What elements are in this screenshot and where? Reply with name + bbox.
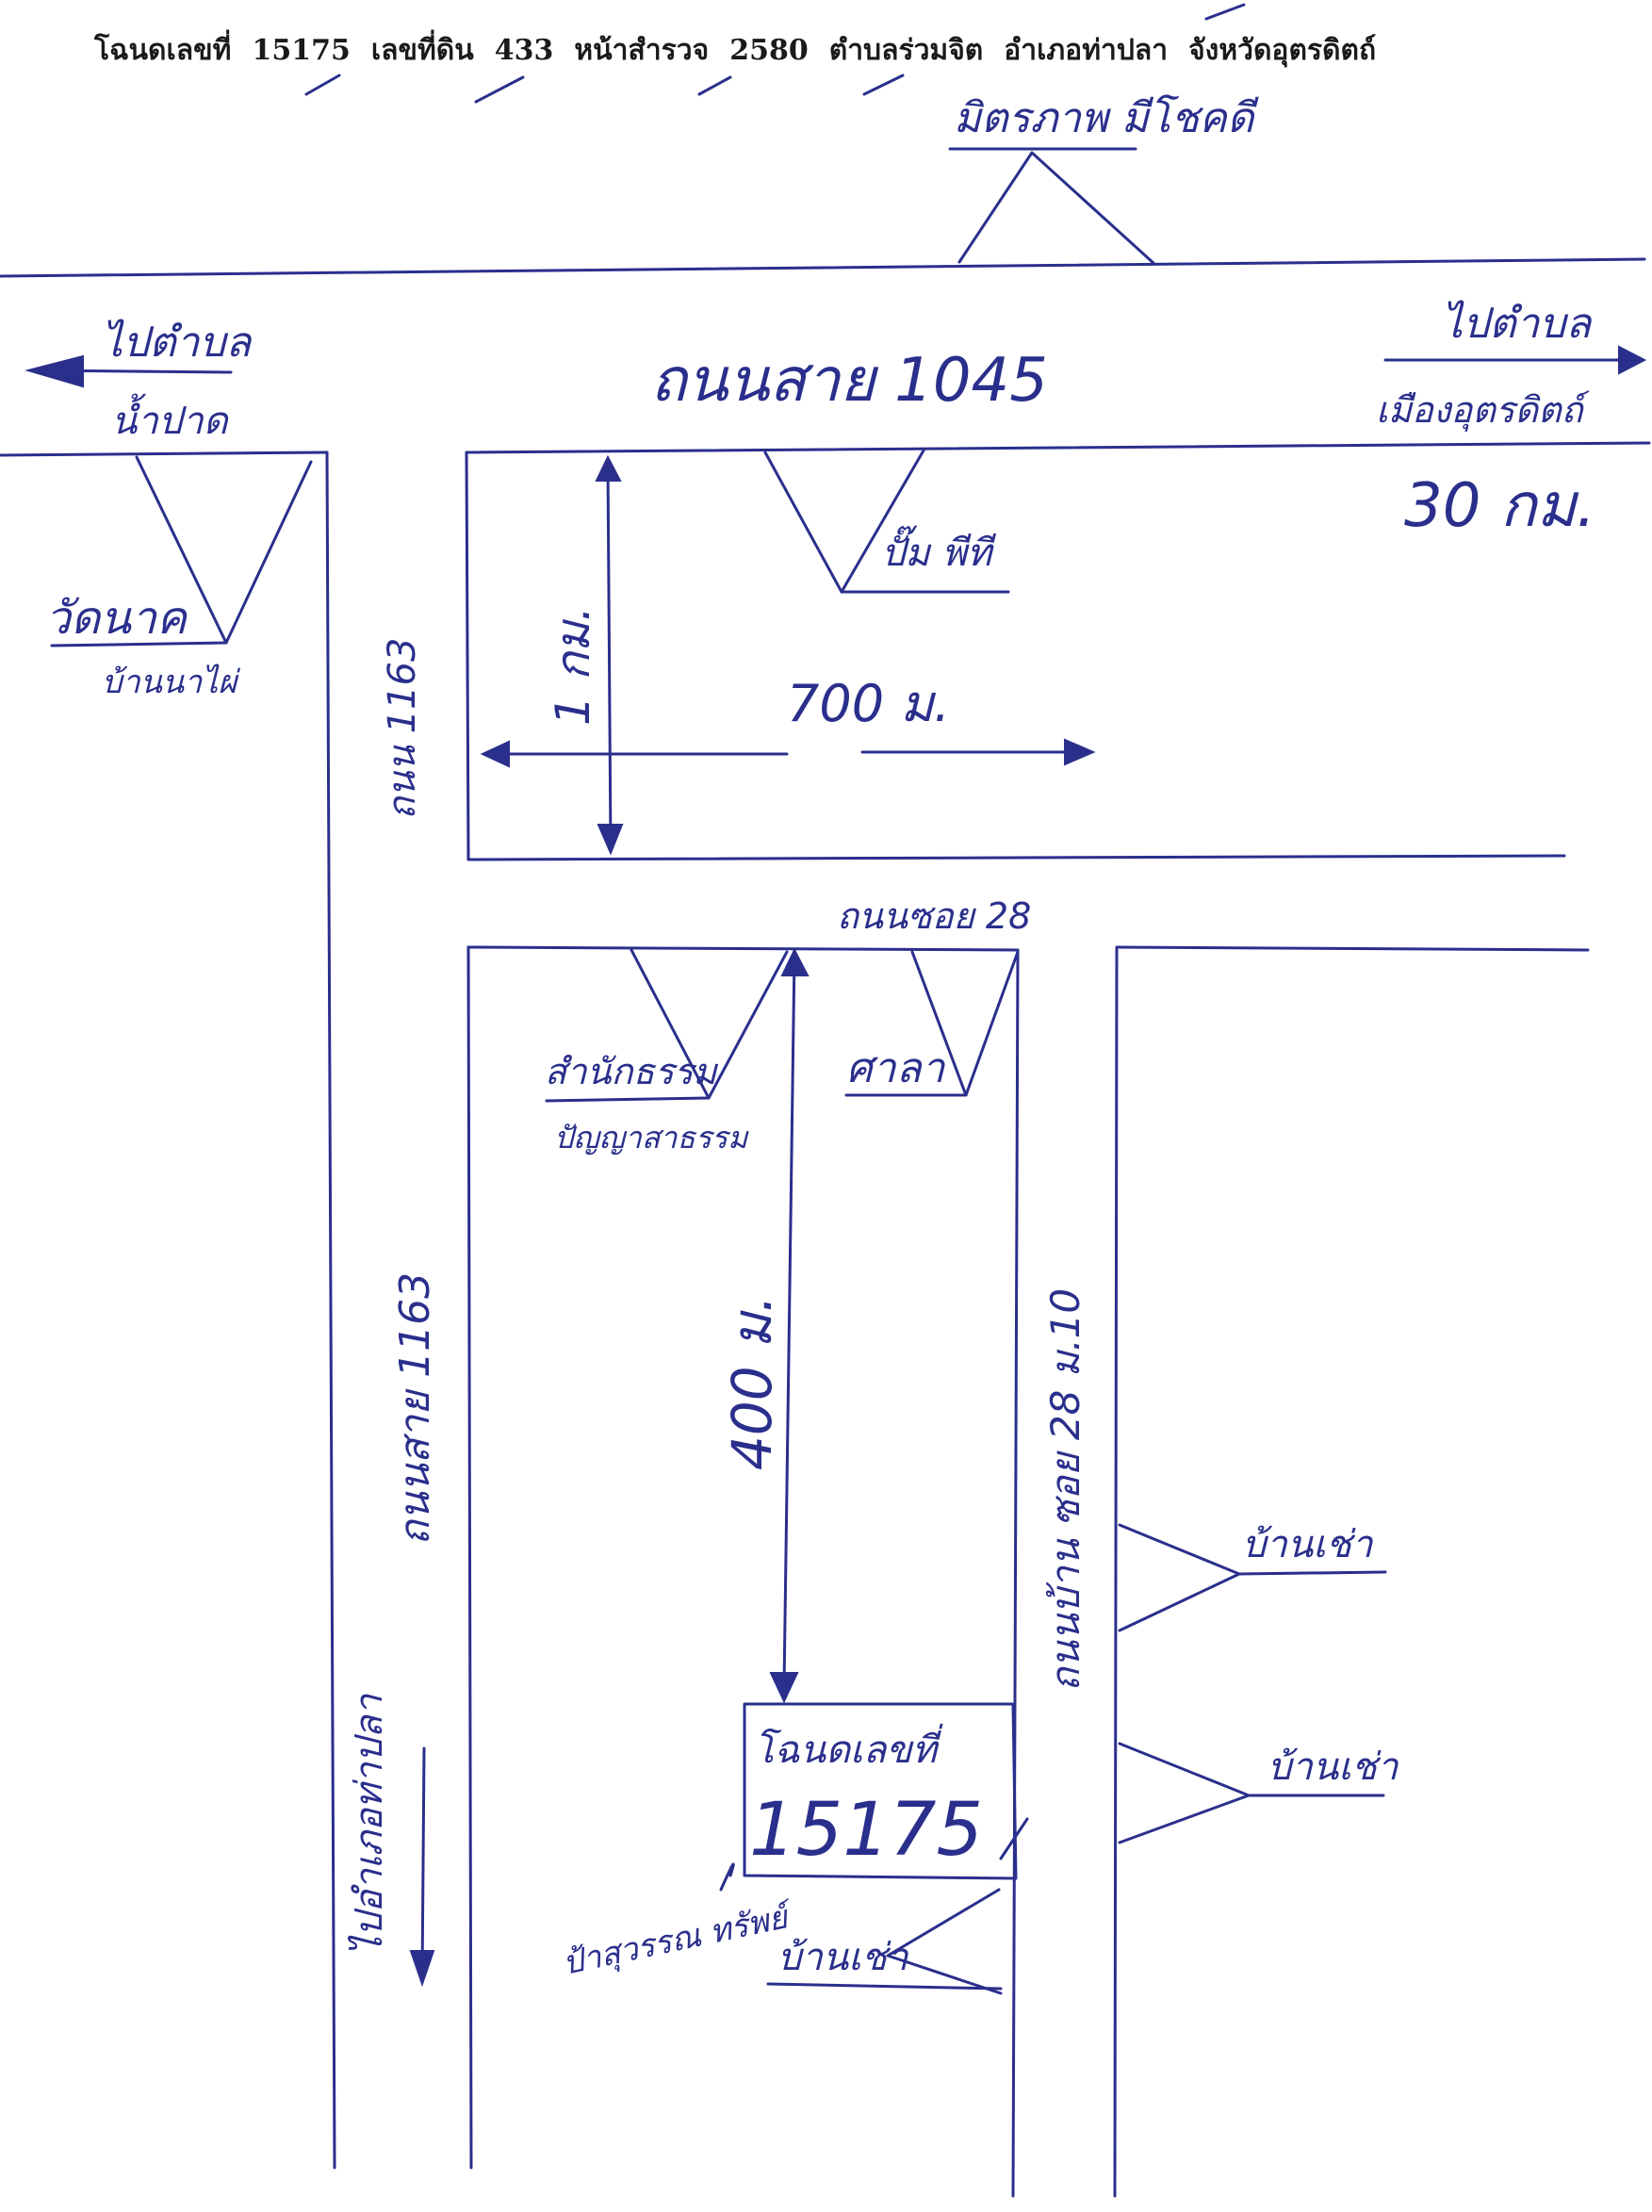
road-vertical-upper-label: ถนน 1163 xyxy=(381,638,424,820)
top-landmark-label: มิตรภาพ มีโชคดี xyxy=(954,94,1259,142)
main-road-bottom-edge-right xyxy=(465,441,1651,454)
landmark-triangle xyxy=(957,151,1156,266)
tick-mark xyxy=(304,74,341,96)
arrow-1km xyxy=(595,454,624,856)
tick-mark xyxy=(1204,3,1246,21)
road-1163-right-edge-upper xyxy=(465,451,470,861)
arrow-head-up xyxy=(595,454,622,482)
arrow-400m-line xyxy=(782,952,796,1689)
tick-mark xyxy=(474,75,525,104)
main-road-1045 xyxy=(0,257,1651,457)
district: อำเภอท่าปลา xyxy=(1004,34,1169,67)
arrow-head-right xyxy=(1064,738,1096,766)
main-road-label: ถนนสาย 1045 xyxy=(650,346,1048,416)
main-road-top-edge xyxy=(0,257,1646,278)
deed-number: 15175 xyxy=(252,34,351,67)
tick-mark xyxy=(862,74,905,96)
survey-page: 2580 xyxy=(729,34,809,67)
deed-box-title: โฉนดเลขที่ xyxy=(754,1723,943,1772)
house-1-label: บ้านเช่า xyxy=(1242,1523,1374,1566)
road-1163-right-edge-lower xyxy=(466,945,473,2170)
pavilion-label: ศาลา xyxy=(846,1044,946,1092)
province: จังหวัดอุตรดิตถ์ xyxy=(1188,34,1377,67)
soi28-bottom-edge-left xyxy=(466,945,1020,952)
to-thapla-label: ไปอำเภอท่าปลา xyxy=(348,1693,391,1956)
to-right-label: ไปตำบล xyxy=(1442,300,1593,348)
right-distance-label: 30 กม. xyxy=(1404,471,1595,541)
road-1163 xyxy=(325,451,473,2170)
lane-left-edge xyxy=(1011,948,1020,2198)
to-left-label: ไปตำบล xyxy=(102,319,253,367)
deed-plot xyxy=(719,1702,1029,1892)
temple-symbol xyxy=(50,455,313,647)
arrow-1km-line xyxy=(606,460,613,850)
lane-soi28-m10 xyxy=(1011,945,1119,2198)
deed-box-number: 15175 xyxy=(749,1788,983,1873)
left-direction-head xyxy=(25,354,84,388)
house-2-label: บ้านเช่า xyxy=(1268,1745,1399,1789)
deed-header: โฉนดเลขที่ 15175 เลขที่ดิน 433 หน้าสำรวจ 2580… xyxy=(94,28,1602,81)
to-right-place-label: เมืองอุตรดิตถ์ xyxy=(1376,389,1591,432)
arrow-head-down xyxy=(597,824,624,856)
deed-plot-box xyxy=(743,1702,1018,1880)
road-1163-left-edge xyxy=(325,451,336,2170)
house-symbols xyxy=(766,1523,1387,1995)
temple-label: วัดนาค xyxy=(45,592,188,645)
dist-700m-label: 700 ม. xyxy=(787,674,950,733)
dist-400m-label: 400 ม. xyxy=(720,1295,784,1470)
house-3-underline xyxy=(766,1982,1003,1991)
deed-label: โฉนดเลขที่ xyxy=(94,34,232,67)
lane-right-edge xyxy=(1113,945,1119,2198)
arrow-head-up xyxy=(780,947,810,976)
arrow-400m xyxy=(769,947,810,1704)
plot-tick xyxy=(999,1817,1029,1860)
to-left-place-label: น้ำปาด xyxy=(111,393,230,443)
land-no-label: เลขที่ดิน xyxy=(370,34,474,67)
house-2-triangle xyxy=(1118,1742,1251,1844)
soi-28 xyxy=(466,854,1590,952)
owner-label: ป้าสุวรรณ ทรัพย์ xyxy=(560,1897,797,1983)
land-no: 433 xyxy=(494,34,554,67)
dist-1km-label: 1 กม. xyxy=(546,606,600,726)
house-3-triangle xyxy=(886,1888,1003,1995)
soi28-top-edge xyxy=(466,854,1566,861)
main-road-bottom-edge-left xyxy=(0,451,329,457)
subdistrict: ตำบลร่วมจิต xyxy=(828,34,984,67)
arrow-to-thapla xyxy=(409,1746,435,1988)
tick-mark xyxy=(697,75,732,96)
dhamma-underline xyxy=(545,1096,711,1103)
lane-right-label: ถนนบ้าน ซอย 28 ม.10 xyxy=(1042,1288,1088,1692)
arrow-head-left xyxy=(480,740,510,768)
dhamma-office-symbol xyxy=(545,948,789,1103)
owner-pointer xyxy=(719,1862,735,1892)
soi28-label: ถนนซอย 28 xyxy=(837,895,1031,937)
dhamma-office-sub-label: ปัญญาสาธรรม xyxy=(554,1120,749,1155)
survey-page-label: หน้าสำรวจ xyxy=(574,34,710,67)
temple-sub-label: บ้านนาไผ่ xyxy=(102,664,240,701)
thapla-arrow-line xyxy=(420,1746,426,1981)
dhamma-office-label: สำนักธรรม xyxy=(545,1051,719,1092)
arrow-700m xyxy=(480,738,1096,768)
pump-label: ปั๊ม พีที xyxy=(881,525,996,575)
pavilion-symbol xyxy=(844,950,1020,1097)
soi28-bottom-edge-right xyxy=(1115,945,1590,952)
house-1-triangle xyxy=(1118,1523,1241,1632)
direction-arrows xyxy=(25,345,1647,388)
pump-symbol xyxy=(763,449,1010,594)
temple-underline xyxy=(50,641,228,647)
header-tick-marks xyxy=(304,3,1246,104)
arrow-head-down xyxy=(769,1672,799,1704)
road-vertical-lower-label: ถนนสาย 1163 xyxy=(391,1272,439,1546)
house-1-underline xyxy=(1237,1570,1387,1576)
thapla-arrow-head xyxy=(409,1950,435,1988)
house-3-label: บ้านเช่า xyxy=(777,1936,909,1979)
right-direction-head xyxy=(1618,345,1647,375)
top-landmark-symbol xyxy=(948,147,1156,266)
